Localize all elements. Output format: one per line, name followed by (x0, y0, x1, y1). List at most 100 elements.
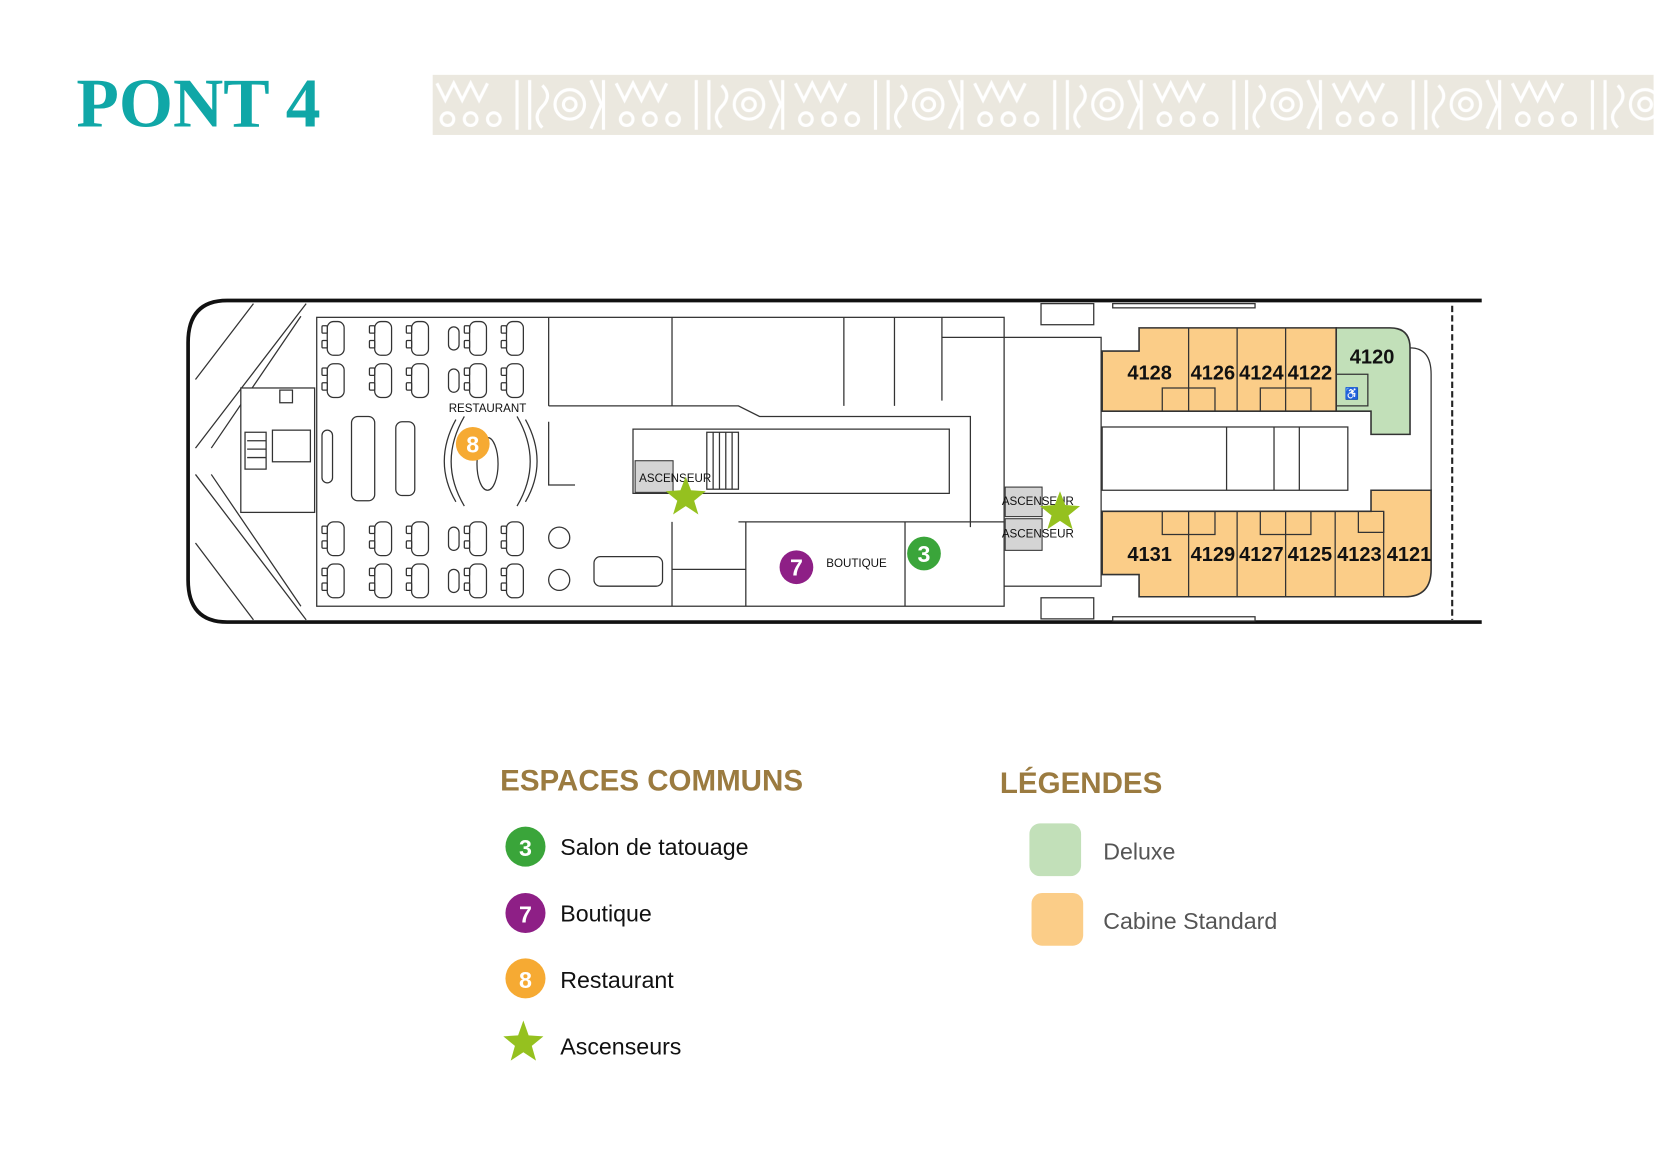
legend-item-elevators: Ascenseurs (503, 1020, 681, 1061)
restaurant-marker: 8 (455, 426, 490, 461)
svg-text:7: 7 (519, 902, 532, 928)
boutique-marker: 7 (779, 550, 814, 585)
restaurant-table (468, 363, 488, 399)
forward-public-area: RESTAURANT ASCENSEUR ASCENSEUR ASCENSEUR… (316, 316, 1102, 607)
restaurant-table (321, 382, 328, 391)
restaurant-table (368, 325, 376, 334)
restaurant-table (368, 339, 376, 349)
restaurant-table (505, 521, 524, 557)
svg-text:Boutique: Boutique (560, 900, 652, 926)
cabin-number: 4122 (1288, 363, 1333, 385)
restaurant-table (500, 325, 508, 334)
cabin-number: 4120 (1350, 347, 1395, 369)
restaurant-table (410, 320, 430, 356)
restaurant-table (447, 526, 460, 551)
restaurant-table (321, 367, 328, 376)
restaurant-table (505, 363, 524, 399)
restaurant-table (410, 563, 430, 599)
restaurant-table (463, 582, 471, 592)
restaurant-table (468, 521, 488, 557)
elevator-star-icon (665, 476, 706, 515)
cabin-number: 4131 (1127, 544, 1172, 566)
svg-text:3: 3 (918, 541, 931, 567)
restaurant-table (505, 563, 524, 599)
restaurant-table (368, 582, 376, 592)
restaurant-table (468, 563, 488, 599)
elevator-shaft (1004, 518, 1043, 551)
restaurant-table (447, 568, 460, 594)
restaurant-table (321, 582, 328, 592)
restaurant-table (500, 339, 508, 349)
legend-item-boutique: 7 Boutique (505, 892, 652, 934)
restaurant-table (368, 382, 376, 391)
restaurant-table (326, 563, 345, 599)
svg-text:7: 7 (790, 555, 803, 581)
restaurant-table (321, 339, 328, 349)
svg-text:Ascenseurs: Ascenseurs (560, 1033, 681, 1059)
restaurant-table (468, 320, 488, 356)
ship-hull (186, 298, 1482, 624)
restaurant-table (321, 325, 328, 334)
round-table (548, 568, 571, 592)
restaurant-table (463, 339, 471, 349)
svg-text:Salon de tatouage: Salon de tatouage (560, 834, 748, 860)
elevator-label: ASCENSEUR (1002, 529, 1074, 541)
restaurant-table (463, 567, 471, 577)
wheelchair-icon: ♿ (1345, 386, 1359, 400)
restaurant-table (321, 540, 328, 549)
cabin-number: 4129 (1191, 544, 1236, 566)
stairs-icon (706, 431, 740, 490)
restaurant-table (500, 540, 508, 549)
cabin-number: 4121 (1387, 544, 1432, 566)
deluxe-cabin-4120 (1335, 327, 1411, 436)
restaurant-table (374, 521, 393, 557)
legend-item-deluxe: Deluxe (1029, 823, 1175, 877)
cabin-area: ♿ 4128 4126 4124 4122 4120 4131 4129 412… (1101, 327, 1432, 598)
restaurant-table (374, 363, 393, 399)
tattoo-marker: 3 (907, 536, 941, 571)
restaurant-table (405, 540, 413, 549)
restaurant-table (405, 582, 413, 592)
svg-text:♿: ♿ (1345, 386, 1359, 400)
restaurant-tables (321, 320, 664, 599)
cabin-number: 4126 (1191, 363, 1236, 385)
restaurant-table (326, 521, 345, 557)
elevator-shaft (634, 460, 674, 493)
restaurant-table (321, 525, 328, 535)
restaurant-table (410, 521, 430, 557)
common-spaces-heading: ESPACES COMMUNS (500, 765, 803, 798)
restaurant-table (368, 367, 376, 376)
cabin-number: 4128 (1127, 363, 1172, 385)
restaurant-table (405, 367, 413, 376)
restaurant-table (368, 540, 376, 549)
restaurant-table (410, 363, 430, 399)
svg-text:Cabine Standard: Cabine Standard (1103, 908, 1277, 934)
restaurant-table (326, 363, 345, 399)
svg-text:8: 8 (466, 431, 479, 457)
restaurant-table (447, 368, 460, 393)
elevator-shaft (1004, 486, 1043, 518)
svg-text:Restaurant: Restaurant (560, 967, 674, 993)
restaurant-table (463, 367, 471, 376)
restaurant-table (500, 382, 508, 391)
restaurant-table (374, 320, 393, 356)
restaurant-table (405, 567, 413, 577)
elevator-star-icon (1039, 491, 1081, 530)
cabin-number: 4123 (1337, 544, 1382, 566)
cabin-number: 4125 (1288, 544, 1333, 566)
legend-item-standard: Cabine Standard (1031, 892, 1277, 946)
svg-text:8: 8 (519, 967, 532, 993)
legend-item-restaurant: 8 Restaurant (505, 958, 674, 999)
restaurant-table (463, 540, 471, 549)
restaurant-label: RESTAURANT (449, 403, 527, 415)
cabin-number: 4124 (1239, 363, 1284, 385)
restaurant-table (505, 320, 524, 356)
restaurant-table (326, 320, 345, 356)
restaurant-table (500, 582, 508, 592)
page-title: PONT 4 (76, 66, 320, 143)
round-table (548, 526, 571, 549)
svg-text:Deluxe: Deluxe (1103, 838, 1175, 864)
restaurant-table (405, 525, 413, 535)
